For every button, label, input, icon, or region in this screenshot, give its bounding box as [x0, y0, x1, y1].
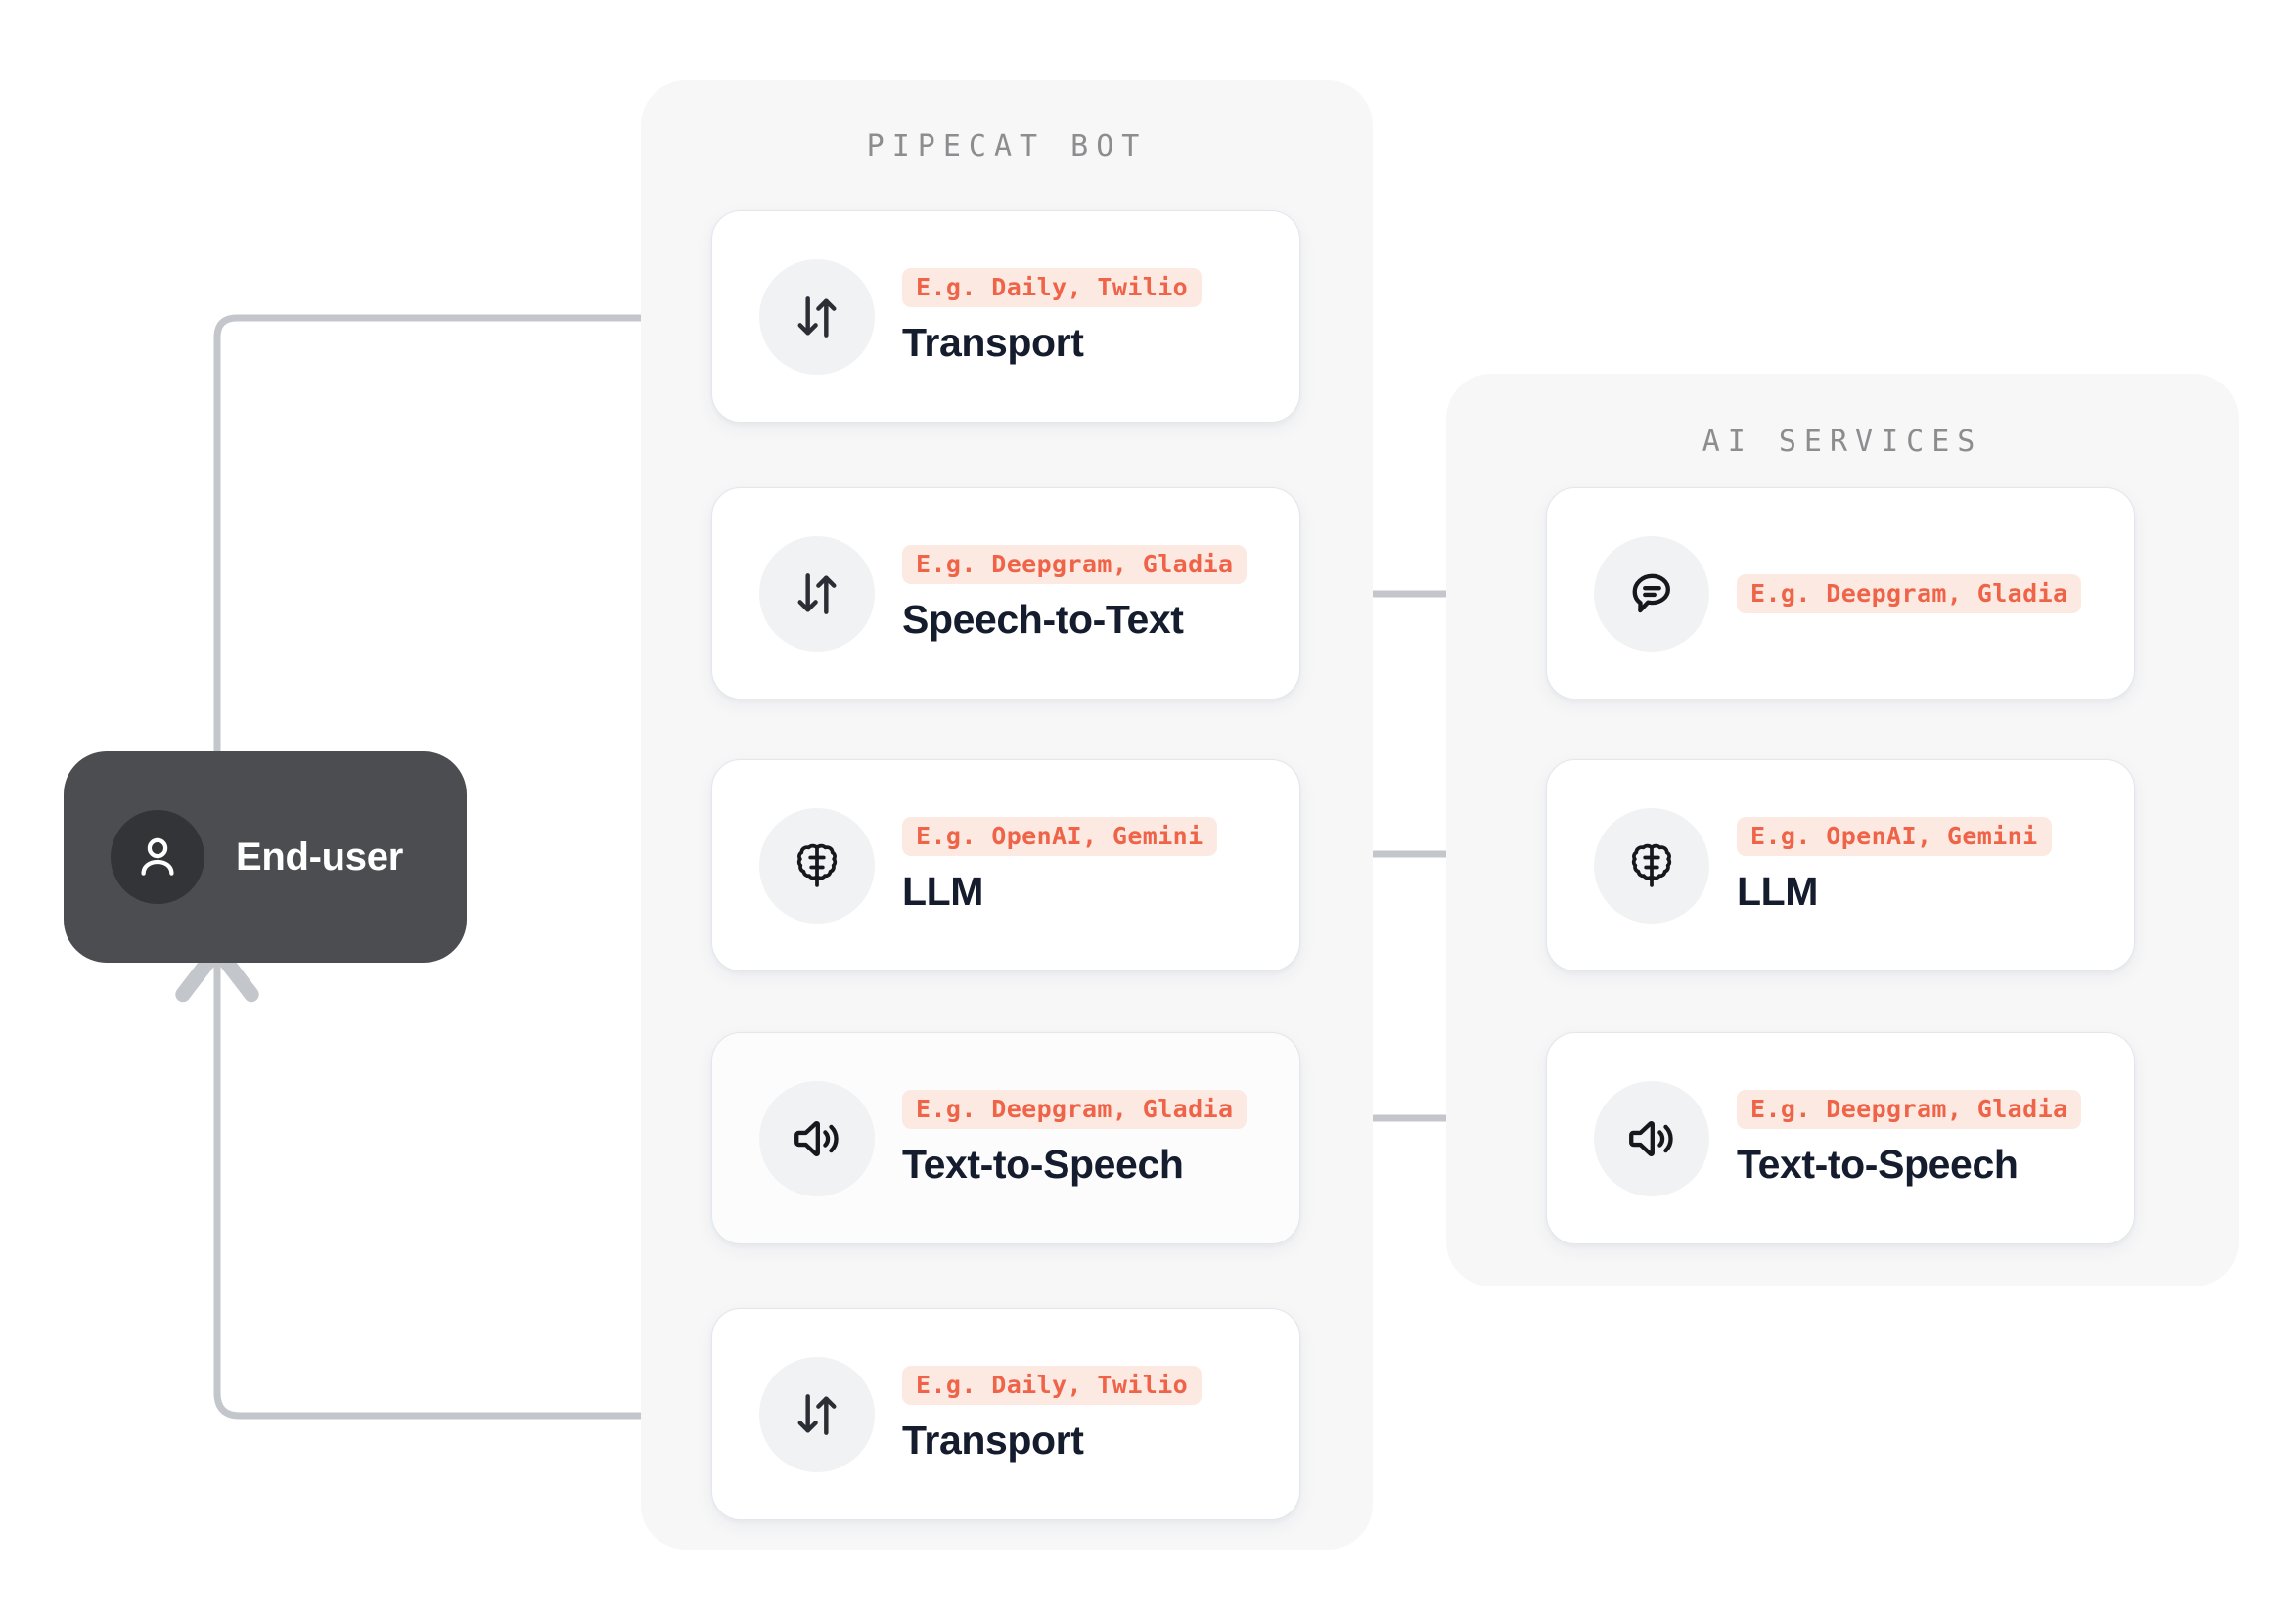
card-body: E.g. Deepgram, Gladia [1737, 573, 2082, 613]
card-pipecat-speech-to-text[interactable]: E.g. Deepgram, Gladia Speech-to-Text [711, 487, 1300, 699]
pipecat-bot-panel-title: PIPECAT BOT [866, 129, 1148, 163]
card-body: E.g. Deepgram, Gladia Speech-to-Text [902, 544, 1248, 642]
card-body: E.g. Daily, Twilio Transport [902, 267, 1203, 365]
enduser-label: End-user [236, 835, 403, 879]
speaker-icon [759, 1080, 875, 1196]
brain-icon [759, 807, 875, 924]
card-tag: E.g. Daily, Twilio [902, 267, 1203, 307]
card-ai-text-to-speech[interactable]: E.g. Deepgram, Gladia Text-to-Speech [1546, 1032, 2135, 1244]
card-pipecat-transport-out[interactable]: E.g. Daily, Twilio Transport [711, 1308, 1300, 1520]
card-tag: E.g. Deepgram, Gladia [902, 1089, 1248, 1129]
speech-bubble-icon [1594, 535, 1709, 652]
card-body: E.g. Daily, Twilio Transport [902, 1365, 1203, 1463]
card-pipecat-llm[interactable]: E.g. OpenAI, Gemini LLM [711, 759, 1300, 971]
speaker-icon [1594, 1080, 1709, 1196]
transfer-updown-icon [759, 1356, 875, 1472]
card-body: E.g. OpenAI, Gemini LLM [1737, 816, 2052, 914]
card-title: Transport [902, 319, 1084, 365]
transfer-updown-icon [759, 535, 875, 652]
card-ai-llm[interactable]: E.g. OpenAI, Gemini LLM [1546, 759, 2135, 971]
card-tag: E.g. Deepgram, Gladia [1737, 573, 2082, 613]
card-title: Speech-to-Text [902, 596, 1184, 642]
card-title: Text-to-Speech [902, 1141, 1184, 1187]
card-body: E.g. OpenAI, Gemini LLM [902, 816, 1217, 914]
card-title: Text-to-Speech [1737, 1141, 2019, 1187]
card-tag: E.g. OpenAI, Gemini [902, 816, 1217, 856]
card-title: Transport [902, 1417, 1084, 1463]
ai-services-panel-title: AI SERVICES [1702, 425, 1983, 459]
wire-transport-out-to-enduser [175, 942, 715, 1420]
card-title: LLM [902, 868, 984, 914]
card-body: E.g. Deepgram, Gladia Text-to-Speech [902, 1089, 1248, 1187]
wire-enduser-to-transport-in [213, 276, 719, 767]
card-title: LLM [1737, 868, 1819, 914]
card-pipecat-text-to-speech[interactable]: E.g. Deepgram, Gladia Text-to-Speech [711, 1032, 1300, 1244]
user-icon [111, 810, 204, 904]
card-ai-speech-to-text[interactable]: E.g. Deepgram, Gladia [1546, 487, 2135, 699]
card-tag: E.g. OpenAI, Gemini [1737, 816, 2052, 856]
card-tag: E.g. Daily, Twilio [902, 1365, 1203, 1405]
card-tag: E.g. Deepgram, Gladia [902, 544, 1248, 584]
card-body: E.g. Deepgram, Gladia Text-to-Speech [1737, 1089, 2082, 1187]
card-pipecat-transport-in[interactable]: E.g. Daily, Twilio Transport [711, 210, 1300, 423]
enduser-node[interactable]: End-user [64, 751, 467, 963]
brain-icon [1594, 807, 1709, 924]
transfer-updown-icon [759, 258, 875, 375]
card-tag: E.g. Deepgram, Gladia [1737, 1089, 2082, 1129]
